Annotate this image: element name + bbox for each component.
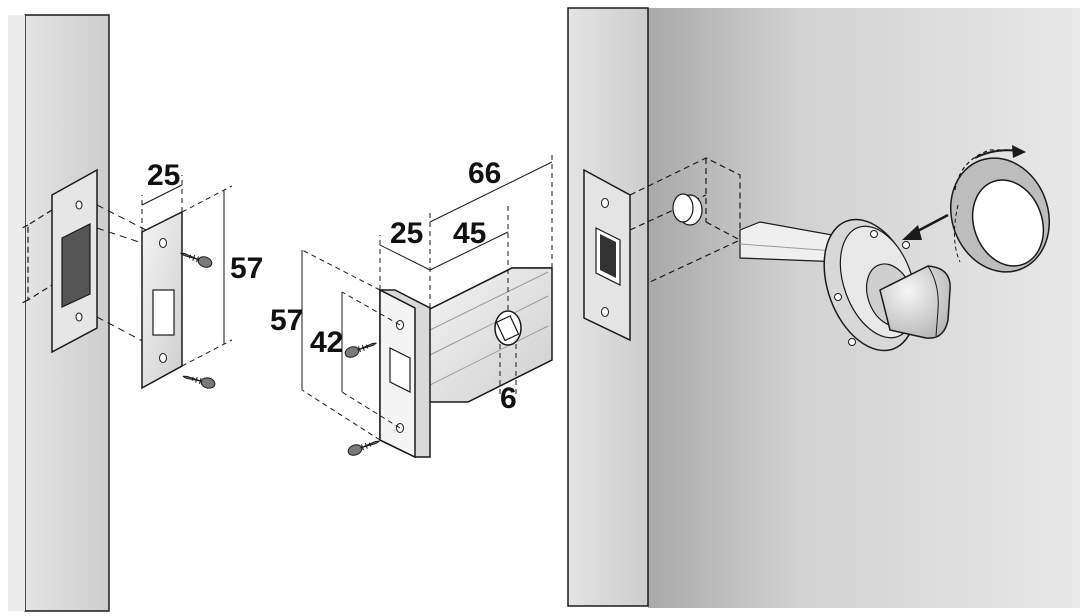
dim-bolt-faceplate-width: 25 bbox=[390, 217, 423, 250]
latch-screw-lower bbox=[347, 440, 380, 456]
strike-screw-hole-bottom bbox=[159, 353, 167, 363]
spindle-hole bbox=[494, 310, 522, 346]
strike-projection-lines bbox=[96, 204, 151, 346]
rotation-arrow-icon bbox=[974, 145, 1026, 159]
frame-strike-screw-hole-top bbox=[75, 200, 83, 210]
dim-backset: 45 bbox=[453, 217, 486, 250]
door-mortise-dashed-outline bbox=[629, 157, 741, 283]
dim-spindle-size: 6 bbox=[500, 382, 517, 415]
dim-strike-width: 25 bbox=[147, 159, 180, 192]
dim-bolt-total-length: 66 bbox=[468, 157, 501, 190]
dim-screw-hole-spacing: 42 bbox=[310, 326, 343, 359]
spindle-through-hole bbox=[672, 193, 703, 226]
latch-body-side bbox=[427, 267, 553, 403]
frame-strike-screw-hole-bottom bbox=[75, 312, 83, 322]
outer-cover-cap bbox=[949, 149, 1051, 273]
thumbturn-knob bbox=[866, 263, 951, 339]
latch-screw-upper bbox=[344, 342, 377, 358]
strike-plate-opening bbox=[152, 289, 175, 336]
assembly-arrow-icon bbox=[902, 213, 949, 240]
strike-screw-hole-top bbox=[159, 238, 167, 248]
dim-faceplate-height: 57 bbox=[270, 304, 303, 337]
strike-dimension-lines bbox=[141, 175, 233, 367]
left-frame-assembly bbox=[8, 14, 233, 612]
frame-mortise-dashed-outline bbox=[21, 209, 53, 304]
latch-assembly bbox=[301, 152, 553, 459]
strike-screw-upper bbox=[180, 252, 213, 268]
latch-bolt-opening bbox=[389, 347, 411, 393]
frame-strike-mortise bbox=[61, 223, 91, 308]
door-bolt-opening-inner bbox=[600, 234, 616, 278]
dim-strike-height: 57 bbox=[230, 252, 263, 285]
door-faceplate-hole-top bbox=[601, 198, 609, 208]
door-assembly bbox=[567, 7, 1080, 608]
door-faceplate-hole-bottom bbox=[601, 307, 609, 317]
latch-dimension-lines bbox=[301, 152, 553, 441]
left-frame-edge-shade bbox=[8, 15, 25, 611]
strike-screw-lower bbox=[182, 375, 216, 389]
